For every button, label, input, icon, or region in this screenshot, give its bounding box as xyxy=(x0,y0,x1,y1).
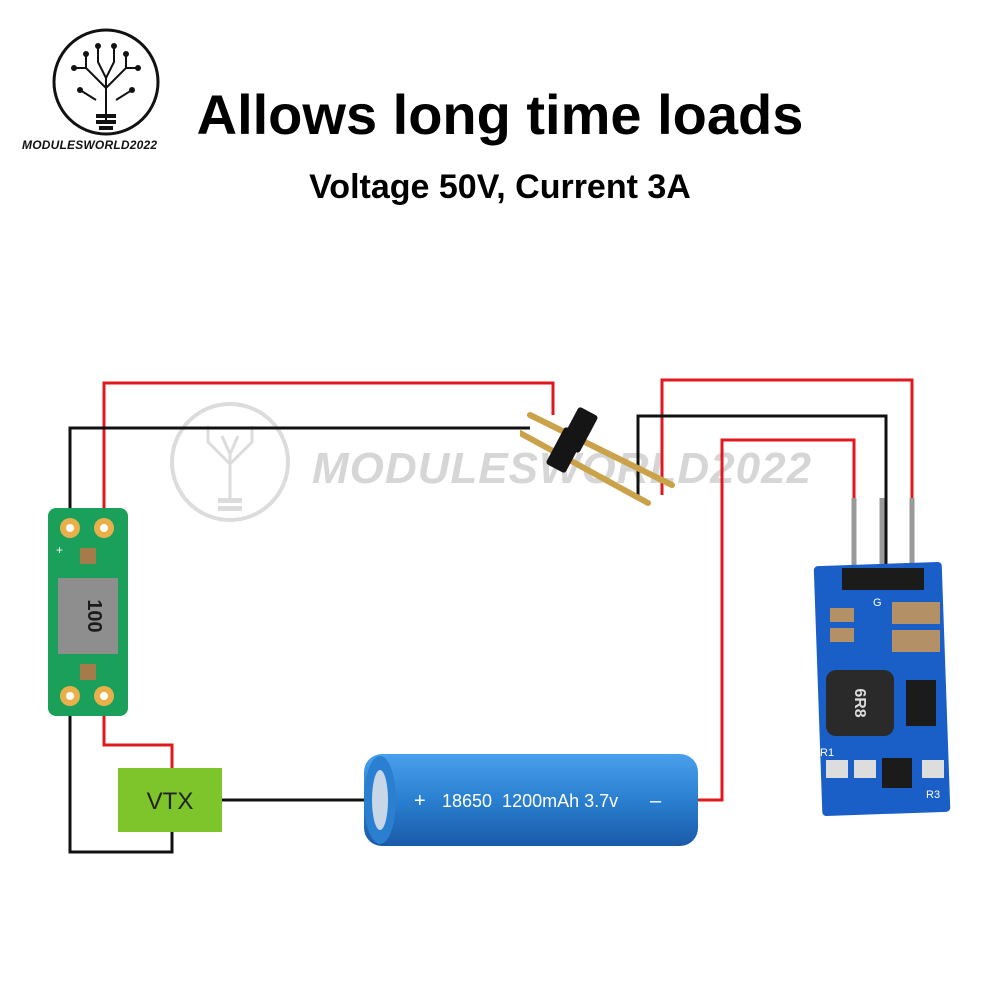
pcb-label-r1: R1 xyxy=(820,747,834,759)
wire-red-vtx xyxy=(102,712,174,770)
wire-red-battery xyxy=(698,438,856,802)
battery-label: 18650 1200mAh 3.7v xyxy=(442,791,618,811)
svg-text:+: + xyxy=(56,543,63,557)
pin-header xyxy=(520,407,675,506)
wire-black-top xyxy=(68,426,530,510)
vtx-label: VTX xyxy=(147,788,194,815)
vtx-box: VTX xyxy=(118,768,222,832)
pcb-label-r3: R3 xyxy=(926,789,940,801)
wire-black-vtx xyxy=(68,712,174,854)
wire-black-right xyxy=(636,414,888,575)
brand-logo xyxy=(52,28,160,136)
coil-marking: 6R8 xyxy=(851,688,868,717)
watermark-logo xyxy=(170,402,290,522)
logo-text: MODULESWORLD2022 xyxy=(22,138,158,152)
page-title: Allows long time loads xyxy=(196,83,804,146)
wire-red-top xyxy=(102,381,555,510)
battery-minus: – xyxy=(650,790,662,812)
buck-module-green: 100 + xyxy=(48,508,128,716)
pcb-label-g: G xyxy=(873,597,882,609)
page-subtitle: Voltage 50V, Current 3A xyxy=(309,168,691,206)
wire-red-right-outer xyxy=(660,378,914,575)
battery-plus: + xyxy=(414,790,426,812)
buck-module-blue: G 6R8 R1 R3 xyxy=(813,498,951,817)
inductor-marking: 100 xyxy=(83,599,105,632)
battery-18650: + 18650 1200mAh 3.7v – xyxy=(364,754,698,846)
